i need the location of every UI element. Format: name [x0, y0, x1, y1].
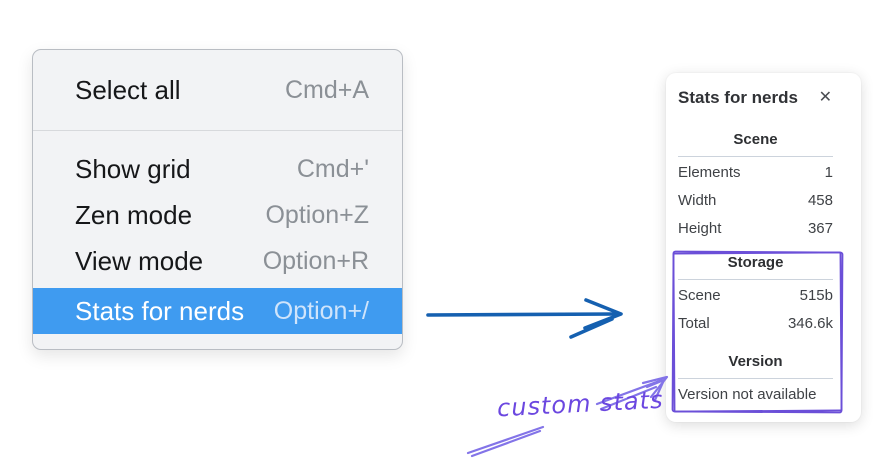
stat-value: 515b: [799, 287, 833, 304]
menu-item-select-all[interactable]: Select all Cmd+A: [33, 67, 402, 113]
menu-item-label: Show grid: [75, 153, 191, 184]
menu-item-label: View mode: [75, 245, 204, 276]
stats-panel-title: Stats for nerds: [678, 88, 798, 107]
stat-row-height: Height 367: [678, 215, 833, 243]
divider: [678, 378, 833, 379]
stat-label: Width: [678, 192, 717, 209]
menu-item-shortcut: Cmd+A: [284, 75, 369, 104]
version-note: Version not available: [678, 386, 817, 403]
close-icon[interactable]: ✕: [818, 89, 832, 106]
stat-value: 458: [807, 192, 833, 209]
stat-value: 346.6k: [787, 315, 833, 332]
menu-item-label: Zen mode: [75, 199, 193, 230]
menu-item-show-grid[interactable]: Show grid Cmd+': [33, 146, 402, 192]
stat-label: Height: [678, 220, 722, 237]
stat-row-elements: Elements 1: [678, 159, 833, 187]
stats-panel: Stats for nerds ✕ Scene Elements 1 Width…: [666, 73, 861, 422]
divider: [678, 156, 833, 157]
stat-value: 367: [807, 220, 833, 237]
menu-item-shortcut: Option+R: [262, 246, 369, 275]
stat-row-total-storage: Total 346.6k: [678, 310, 833, 338]
menu-item-shortcut: Option+Z: [265, 200, 369, 229]
section-heading-storage: Storage: [727, 254, 784, 271]
stat-label: Total: [678, 315, 710, 332]
purple-arrow: [595, 375, 669, 411]
stats-panel-header: Stats for nerds ✕: [678, 85, 833, 111]
stat-label: Scene: [678, 287, 721, 304]
menu-item-zen-mode[interactable]: Zen mode Option+Z: [33, 192, 402, 238]
menu-group-top: Select all Cmd+A: [33, 50, 402, 131]
stat-value: 1: [824, 164, 833, 181]
custom-stats-annotation: custom stats: [496, 385, 665, 423]
blue-arrow: [426, 298, 623, 339]
stat-row-width: Width 458: [678, 187, 833, 215]
section-heading-version: Version: [728, 353, 783, 370]
menu-item-stats-for-nerds[interactable]: Stats for nerds Option+/: [33, 288, 402, 334]
context-menu: Select all Cmd+A Show grid Cmd+' Zen mod…: [32, 49, 403, 350]
purple-underline-stroke: [466, 425, 545, 458]
menu-group-view: Show grid Cmd+' Zen mode Option+Z View m…: [33, 131, 402, 334]
menu-item-shortcut: Option+/: [273, 296, 369, 325]
menu-item-shortcut: Cmd+': [296, 154, 369, 183]
menu-item-view-mode[interactable]: View mode Option+R: [33, 238, 402, 284]
stat-row-scene-storage: Scene 515b: [678, 282, 833, 310]
menu-item-label: Select all: [75, 74, 181, 105]
section-heading-scene: Scene: [733, 131, 778, 148]
menu-item-label: Stats for nerds: [75, 295, 245, 326]
stat-label: Elements: [678, 164, 741, 181]
divider: [678, 279, 833, 280]
